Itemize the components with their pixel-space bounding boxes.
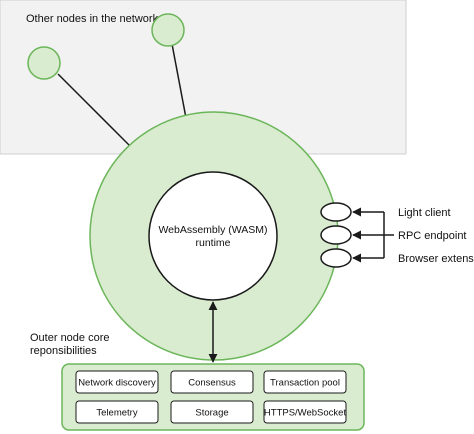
port-light-client [320,202,352,222]
label-storage: Storage [195,408,228,419]
label-rpc-endpoint: RPC endpoint [398,230,467,242]
box-transaction-pool [263,370,347,394]
label-telemetry: Telemetry [96,408,137,419]
peer-node-left [27,46,61,80]
runtime-label-line1: WebAssembly (WASM) [158,224,267,236]
network-label: Other nodes in the network [26,13,159,25]
label-consensus: Consensus [188,378,236,389]
outer-label-line1: Outer node core [30,332,110,344]
port-rpc-endpoint [320,225,352,245]
runtime-circle [148,171,278,301]
box-consensus [170,370,254,394]
label-light-client: Light client [398,207,451,219]
runtime-label-line2: runtime [195,237,230,249]
label-network-discovery: Network discovery [78,378,156,389]
port-browser-extension [320,248,352,268]
peer-link-right [171,43,187,119]
box-https-websocket [263,400,347,424]
outer-label-line2: reponsibilities [30,345,97,357]
label-https-websocket: HTTPS/WebSocket [264,408,347,419]
peer-node-right [151,13,185,47]
box-storage [170,400,254,424]
box-telemetry [75,400,159,424]
label-transaction-pool: Transaction pool [270,378,340,389]
box-network-discovery [75,370,159,394]
peer-link-left [57,73,137,153]
label-browser-extension: Browser extension [398,253,474,265]
